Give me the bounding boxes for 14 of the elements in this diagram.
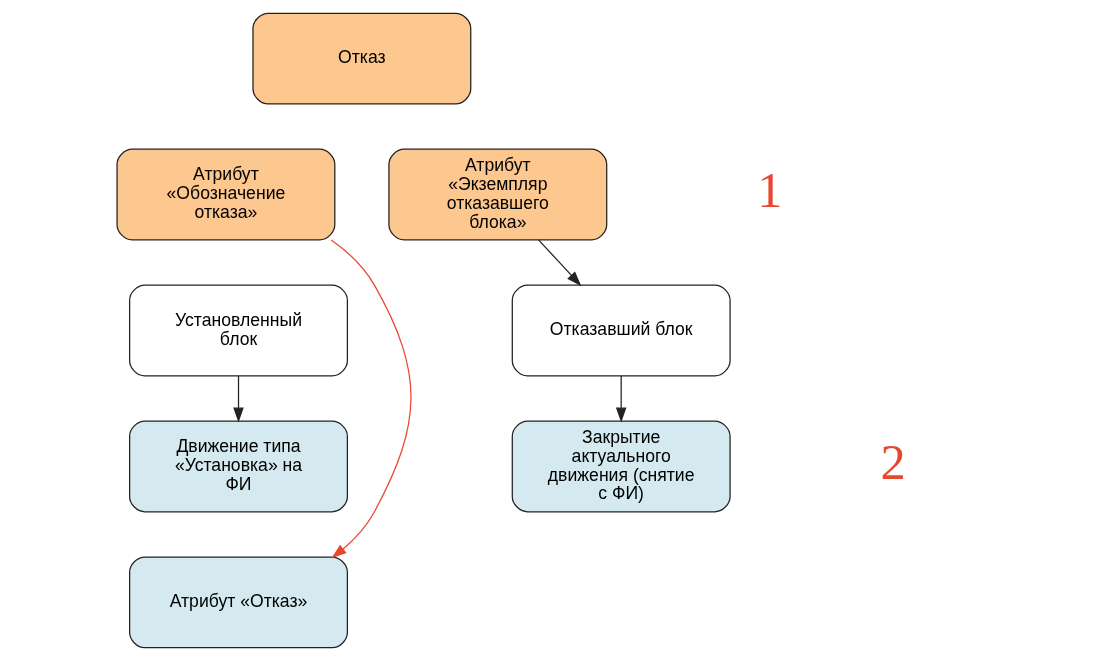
node-box: Установленный блок	[128, 284, 348, 377]
label: 2	[879, 434, 906, 491]
node-box: Закрытие актуального движения (снятие с ФИ)	[511, 420, 731, 513]
arrow	[330, 239, 412, 559]
node-box: Атрибут «Экземпляр отказавшего блока»	[387, 148, 607, 241]
node-box: Отказавший блок	[511, 284, 731, 377]
arrow	[615, 375, 626, 423]
node-box: Отказ	[251, 12, 471, 105]
arrow	[232, 375, 244, 423]
node-box: Атрибут «Отказ»	[128, 556, 348, 649]
node-box: Атрибут «Обозначение отказа»	[115, 148, 335, 241]
node-box: Движение типа «Установка» на ФИ	[128, 420, 348, 513]
label: 1	[756, 162, 782, 219]
arrow	[537, 239, 581, 287]
